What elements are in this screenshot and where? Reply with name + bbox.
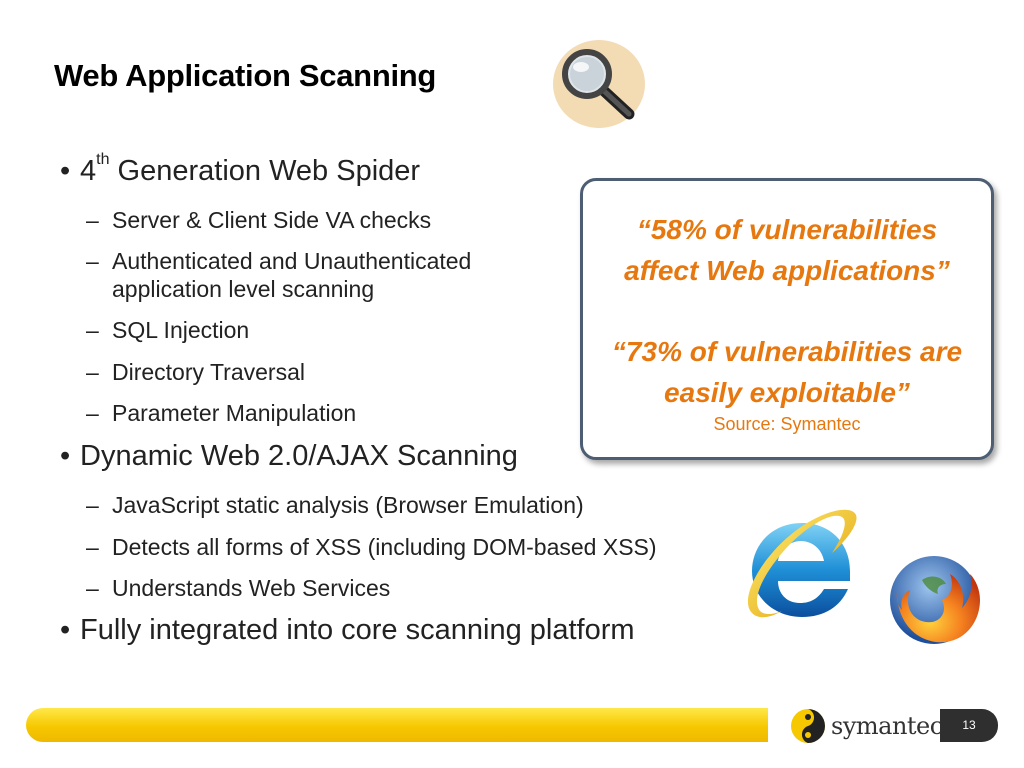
sub-bullet-dash: –: [86, 575, 99, 601]
sub-bullet-text: SQL Injection: [112, 317, 250, 343]
quote-line: affect Web applications”: [624, 255, 950, 286]
footer-bar: [26, 708, 768, 742]
quote-line: “58% of vulnerabilities: [636, 214, 938, 245]
magnifier-icon: [553, 40, 645, 128]
bullet-text: Generation Web Spider: [109, 155, 421, 187]
sub-bullet-dash: –: [86, 207, 99, 233]
bullet-dot: •: [60, 440, 71, 472]
bullet-text: Fully integrated into core scanning plat…: [80, 614, 635, 646]
sub-bullet-text: application level scanning: [112, 276, 375, 302]
sub-bullet-text: Detects all forms of XSS (including DOM-…: [112, 534, 657, 560]
internet-explorer-icon: [747, 509, 857, 618]
bullet-integrated: • Fully integrated into core scanning pla…: [60, 614, 635, 647]
bullet-sup: th: [96, 151, 110, 168]
bullet-text: Dynamic Web 2.0/AJAX Scanning: [80, 440, 518, 472]
sub-bullet-dash: –: [86, 534, 99, 560]
sub-bullet-dash: –: [86, 317, 99, 343]
firefox-icon: [890, 556, 980, 644]
quote-line: easily exploitable”: [664, 377, 910, 408]
symantec-logo-text: symantec.: [831, 712, 946, 740]
symantec-logo-icon: [791, 709, 825, 743]
sub-bullet-text: Directory Traversal: [112, 359, 305, 385]
sub-bullet-dash: –: [86, 248, 99, 274]
sub-bullet-text: Authenticated and Unauthenticated: [112, 248, 472, 274]
bullet-dot: •: [60, 155, 71, 187]
bullet-dot: •: [60, 614, 71, 646]
sub-bullet-dash: –: [86, 400, 99, 426]
stats-callout: “58% of vulnerabilities affect Web appli…: [580, 178, 994, 460]
bullet-num: 4: [80, 155, 97, 187]
quote-line: “73% of vulnerabilities are: [611, 336, 963, 367]
sub-bullet-text: Server & Client Side VA checks: [112, 207, 432, 233]
sub-bullet-text: Understands Web Services: [112, 575, 391, 601]
sub-bullet-text: JavaScript static analysis (Browser Emul…: [112, 492, 584, 518]
bullet-ajax: • Dynamic Web 2.0/AJAX Scanning: [60, 440, 518, 473]
sub-bullet-dash: –: [86, 492, 99, 518]
quote-source: Source: Symantec: [713, 414, 861, 434]
sub-bullet-dash: –: [86, 359, 99, 385]
page-number: 13: [940, 709, 998, 742]
slide-title: Web Application Scanning: [54, 58, 437, 93]
bullet-spider: • 4th Generation Web Spider: [60, 152, 421, 188]
sub-bullet-text: Parameter Manipulation: [112, 400, 357, 426]
logo-wordmark: symantec: [831, 712, 943, 740]
